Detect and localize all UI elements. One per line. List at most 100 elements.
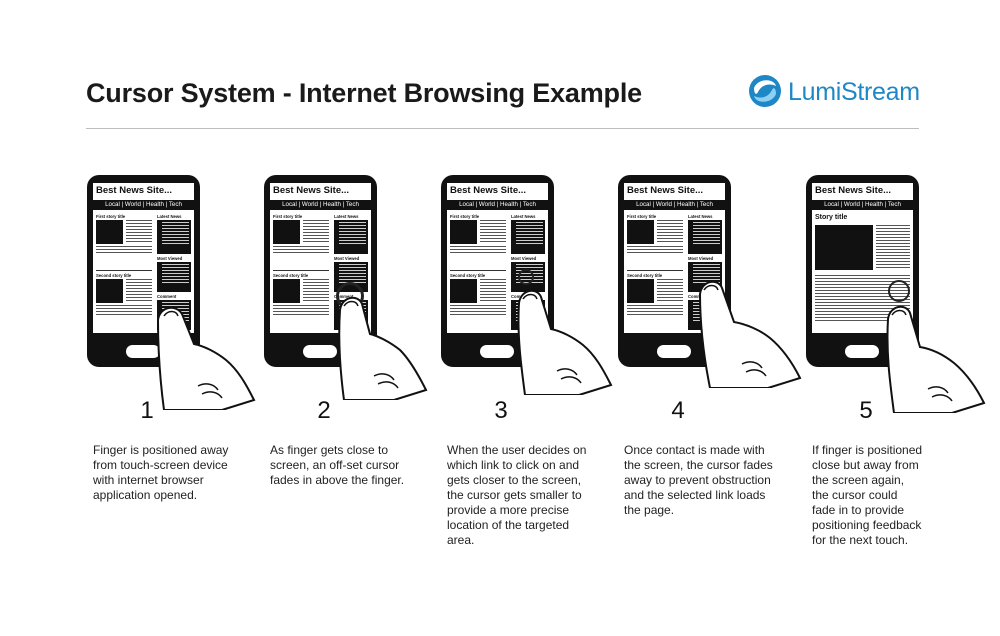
most-viewed-heading: Most Viewed: [157, 256, 183, 261]
step-description: If finger is positioned close but away f…: [812, 443, 923, 547]
divider: [96, 270, 152, 271]
cursor-ring-icon: [518, 269, 534, 285]
site-title: Best News Site...: [815, 185, 892, 196]
divider: [273, 270, 329, 271]
home-button: [845, 345, 879, 358]
brand-logo: LumiStream: [748, 74, 923, 112]
site-nav: Local | World | Health | Tech: [93, 200, 194, 210]
story-text: [480, 279, 506, 303]
step-number: 2: [317, 397, 331, 424]
page-title: Cursor System - Internet Browsing Exampl…: [86, 78, 642, 108]
site-nav: Local | World | Health | Tech: [812, 200, 913, 210]
story-text: [126, 220, 152, 244]
phone-screen: Best News Site... Local | World | Health…: [812, 183, 913, 333]
latest-news-list: [334, 220, 368, 254]
step-4: Best News Site... Local | World | Health…: [618, 175, 802, 615]
latest-news-heading: Latest News: [157, 214, 182, 219]
second-story-title: Second story title: [96, 273, 132, 278]
site-nav: Local | World | Health | Tech: [624, 200, 725, 210]
story-text: [96, 246, 152, 255]
home-button: [480, 345, 514, 358]
finger-icon: [517, 289, 613, 395]
finger-icon: [338, 296, 428, 400]
most-viewed-heading: Most Viewed: [511, 256, 537, 261]
step-description: As finger gets close to screen, an off-s…: [270, 443, 405, 487]
sunset-image-icon: [273, 279, 300, 303]
latest-news-heading: Latest News: [688, 214, 713, 219]
step-3: Best News Site... Local | World | Health…: [441, 175, 621, 615]
home-button: [126, 345, 160, 358]
phone-screen: Best News Site... Local | World | Health…: [93, 183, 194, 333]
step-2: Best News Site... Local | World | Health…: [264, 175, 444, 615]
step-number: 5: [859, 397, 873, 424]
story-text: [480, 220, 506, 244]
logo-wordmark: LumiStream: [788, 78, 920, 106]
story-text: [273, 305, 329, 317]
step-description: Once contact is made with the screen, th…: [624, 443, 773, 517]
comment-heading: Comment: [157, 294, 177, 299]
sunset-image-icon: [96, 279, 123, 303]
story-text: [273, 246, 329, 255]
latest-news-list: [688, 220, 722, 254]
story-text: [627, 246, 683, 255]
finger-icon: [698, 280, 802, 388]
finger-icon: [886, 305, 986, 413]
site-title: Best News Site...: [450, 185, 527, 196]
sunset-image-icon: [450, 279, 477, 303]
finger-icon: [156, 306, 256, 410]
sunset-image-icon: [627, 279, 654, 303]
first-story-title: First story title: [627, 214, 657, 219]
step-1: Best News Site... Local | World | Health…: [87, 175, 267, 615]
header-divider: [86, 128, 919, 129]
site-title: Best News Site...: [273, 185, 350, 196]
site-title: Best News Site...: [96, 185, 173, 196]
mountain-image-icon: [627, 220, 654, 244]
site-title: Best News Site...: [627, 185, 704, 196]
latest-news-list: [511, 220, 545, 254]
sunset-image-icon: [815, 225, 873, 270]
most-viewed-list: [157, 262, 191, 292]
swirl-logo-icon: [749, 75, 781, 107]
most-viewed-heading: Most Viewed: [688, 256, 714, 261]
story-text: [303, 279, 329, 303]
first-story-title: First story title: [96, 214, 126, 219]
latest-news-heading: Latest News: [511, 214, 536, 219]
story-text: [303, 220, 329, 244]
step-description: When the user decides on which link to c…: [447, 443, 587, 547]
site-nav: Local | World | Health | Tech: [447, 200, 548, 210]
phone-device: Best News Site... Local | World | Health…: [806, 175, 919, 367]
latest-news-list: [157, 220, 191, 254]
story-text: [627, 305, 683, 317]
story-text: [96, 305, 152, 317]
home-button: [657, 345, 691, 358]
latest-news-heading: Latest News: [334, 214, 359, 219]
cursor-ring-icon: [888, 280, 910, 302]
divider: [627, 270, 683, 271]
second-story-title: Second story title: [273, 273, 309, 278]
story-text: [126, 279, 152, 303]
mountain-image-icon: [96, 220, 123, 244]
story-text: [450, 246, 506, 255]
story-text: [450, 305, 506, 317]
first-story-title: First story title: [273, 214, 303, 219]
site-nav: Local | World | Health | Tech: [270, 200, 371, 210]
story-text: [657, 279, 683, 303]
home-button: [303, 345, 337, 358]
mountain-image-icon: [450, 220, 477, 244]
story-text: [657, 220, 683, 244]
step-number: 3: [494, 397, 508, 424]
first-story-title: First story title: [450, 214, 480, 219]
step-5: Best News Site... Local | World | Health…: [806, 175, 986, 615]
step-number: 4: [671, 397, 685, 424]
divider: [450, 270, 506, 271]
most-viewed-heading: Most Viewed: [334, 256, 360, 261]
comment-heading: Comment: [688, 294, 708, 299]
story-title: Story title: [815, 214, 848, 221]
second-story-title: Second story title: [450, 273, 486, 278]
mountain-image-icon: [273, 220, 300, 244]
story-text: [876, 225, 910, 270]
phone-device: Best News Site... Local | World | Health…: [87, 175, 200, 367]
step-description: Finger is positioned away from touch-scr…: [93, 443, 229, 502]
step-number: 1: [140, 397, 154, 424]
second-story-title: Second story title: [627, 273, 663, 278]
